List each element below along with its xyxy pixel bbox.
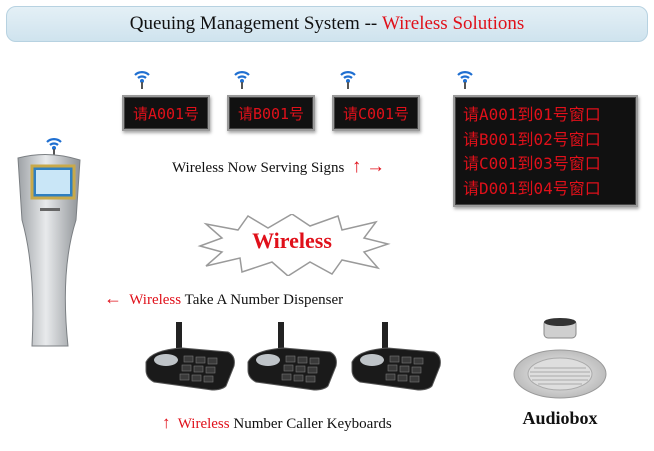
led-sign-text: 请A001号	[132, 104, 200, 123]
led-sign-a: 请A001号	[122, 95, 210, 131]
keyboards-text: Number Caller Keyboards	[233, 416, 392, 432]
dispenser-wireless-word: Wireless	[129, 292, 182, 308]
led-sign-b: 请B001号	[227, 95, 315, 131]
serving-signs-label: Wireless Now Serving Signs ↑ →	[172, 156, 385, 178]
wifi-icon	[134, 71, 150, 89]
keyboards-wireless-word: Wireless	[177, 416, 230, 432]
title-prefix: Queuing Management System --	[129, 13, 378, 34]
title-bar: Queuing Management System -- Wireless So…	[6, 6, 648, 42]
kiosk-dispenser	[17, 154, 81, 347]
keyboards-label: ↑ Wireless Number Caller Keyboards	[162, 413, 392, 433]
led-sign-text: 请C001号	[342, 104, 410, 123]
audiobox-speaker	[513, 318, 607, 399]
led-sign-window-board: 请A001到01号窗口 请B001到02号窗口 请C001到03号窗口 请D00…	[453, 95, 638, 207]
led-line: 请C001到03号窗口	[463, 154, 601, 173]
arrow-up-right-icon: ↑ →	[351, 156, 386, 177]
arrow-up-icon: ↑	[162, 413, 171, 432]
caller-keyboard	[247, 322, 337, 391]
wifi-icon	[340, 71, 356, 89]
caller-keyboard	[145, 322, 235, 391]
caller-keyboard	[351, 322, 441, 391]
led-line: 请D001到04号窗口	[463, 178, 601, 198]
dispenser-label: ← Wireless Take A Number Dispenser	[104, 288, 343, 309]
audiobox-label: Audiobox	[522, 408, 598, 428]
led-sign-text: 请B001号	[237, 104, 305, 123]
arrow-left-icon: ←	[104, 288, 122, 308]
dispenser-text: Take A Number Dispenser	[184, 292, 344, 308]
serving-signs-text: Wireless Now Serving Signs	[172, 160, 345, 176]
wifi-icon	[234, 71, 250, 89]
wifi-icon	[457, 71, 473, 89]
wifi-icon	[46, 138, 62, 156]
wireless-burst	[197, 214, 391, 276]
led-line: 请B001到02号窗口	[463, 129, 601, 149]
led-line: 请A001到01号窗口	[463, 105, 601, 124]
title-highlight: Wireless Solutions	[381, 13, 525, 34]
burst-label: Wireless	[252, 228, 332, 253]
led-sign-c: 请C001号	[332, 95, 420, 131]
